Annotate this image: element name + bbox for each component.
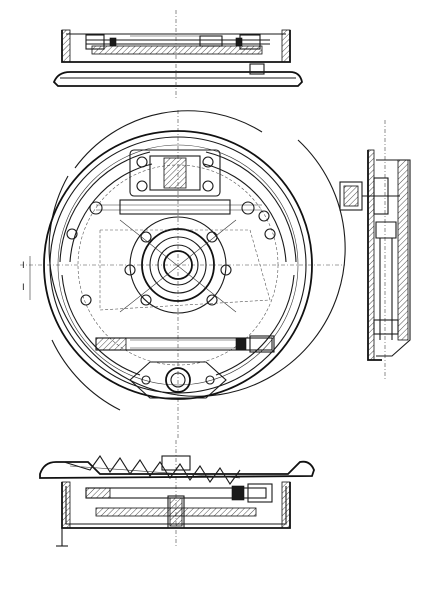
return-spring <box>63 455 241 485</box>
bottom-section-view <box>39 440 315 548</box>
front-view: I I <box>20 110 346 440</box>
section-mark-top: I <box>22 261 25 271</box>
section-mark-bottom: I <box>22 283 25 293</box>
side-section-view <box>339 120 411 380</box>
top-section-view <box>52 10 303 98</box>
